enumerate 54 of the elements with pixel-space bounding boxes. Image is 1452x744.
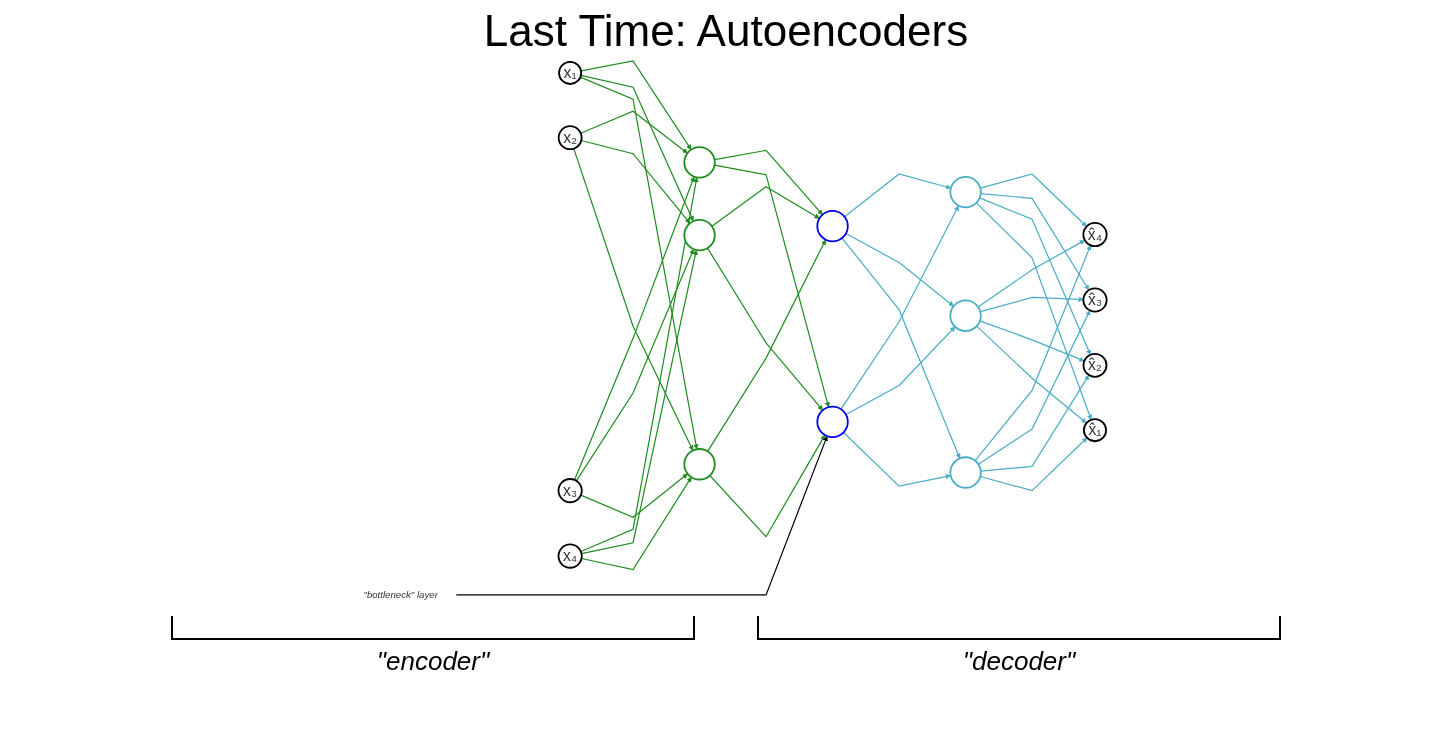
arrow [977, 239, 1086, 308]
node-circle [949, 299, 982, 332]
arrow [977, 310, 1091, 465]
arrow [840, 205, 959, 410]
node-circle: x̂₂ [1082, 352, 1108, 378]
node-circle: x̂₁ [1083, 418, 1107, 443]
arrow [980, 192, 1090, 291]
arrow [843, 173, 952, 218]
arrow [707, 239, 826, 452]
arrow [976, 325, 1087, 424]
arrow [580, 60, 692, 150]
section-label: "encoder" [376, 646, 490, 677]
node-circle: x₂ [557, 125, 583, 151]
arrow [580, 110, 688, 154]
arrow [573, 147, 694, 451]
arrow [979, 173, 1087, 227]
node-text: "bottleneck" layer [363, 589, 438, 600]
node-circle [949, 175, 982, 209]
arrow [841, 237, 961, 459]
node-circle [949, 456, 982, 489]
arrow [579, 76, 699, 450]
arrow [980, 374, 1090, 472]
arrow [845, 232, 954, 307]
arrow [979, 437, 1088, 492]
arrow [580, 177, 699, 553]
section-label: "decoder" [962, 646, 1076, 677]
arrow [580, 249, 698, 555]
node-circle [683, 146, 716, 179]
arrow [455, 435, 828, 596]
arrow [975, 202, 1093, 420]
node-circle [683, 219, 716, 252]
arrow [575, 248, 695, 482]
arrow [845, 326, 956, 416]
arrow [711, 186, 820, 227]
arrow [709, 434, 826, 538]
node-circle: x₄ [557, 543, 583, 569]
arrow [574, 176, 695, 481]
arrow [713, 164, 830, 408]
title: Last Time: Autoencoders [482, 6, 970, 56]
arrow [706, 247, 823, 411]
node-circle [816, 405, 849, 438]
node-circle: x₁ [558, 60, 583, 85]
arrow [842, 431, 951, 487]
arrow [580, 74, 694, 222]
node-circle: x̂₄ [1082, 221, 1108, 248]
arrow [580, 473, 688, 519]
node-circle [816, 210, 849, 243]
arrow [974, 245, 1092, 462]
arrow [979, 320, 1085, 362]
node-circle: x̂₃ [1082, 287, 1108, 313]
arrow [979, 197, 1091, 356]
arrow [979, 296, 1084, 313]
node-circle: x₃ [557, 478, 583, 504]
node-circle [683, 448, 716, 481]
